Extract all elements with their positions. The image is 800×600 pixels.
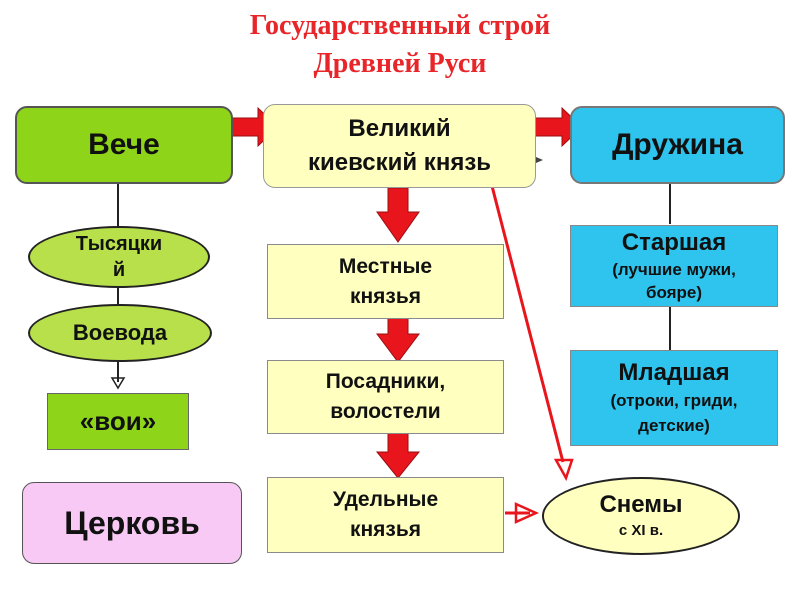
prince-to-local-arrow-icon [376, 187, 420, 243]
voevoda-label: Воевода [72, 320, 168, 345]
voi-label: «вои» [79, 406, 157, 436]
snemy-title: Снемы [599, 491, 683, 518]
local-princes-line-2: князья [349, 284, 422, 308]
title-line-1: Государственный строй [249, 10, 551, 41]
senior-druzhina-line-1: (лучшие мужи, [612, 260, 736, 279]
posadniki-line-1: Посадники, [325, 370, 446, 393]
senior-druzhina-title: Старшая [621, 229, 727, 256]
junior-druzhina-line-2: детские) [638, 416, 710, 435]
senior-druzhina-box: Старшая (лучшие мужи, бояре) [570, 225, 778, 307]
veche-box: Вече [15, 106, 233, 184]
udelnye-princes-line-2: князья [349, 518, 422, 541]
veche-label: Вече [88, 128, 160, 161]
druzhina-box: Дружина [570, 106, 785, 184]
small-pointer-icon [536, 157, 543, 163]
voi-arrowhead-icon [110, 377, 126, 390]
voevoda-oval: Воевода [28, 304, 212, 362]
posadniki-line-2: волостели [330, 400, 441, 423]
posadniki-box: Посадники, волостели [267, 360, 504, 434]
voi-box: «вои» [47, 393, 189, 450]
snemy-oval: Снемы с XI в. [542, 477, 740, 555]
udelnye-princes-box: Удельные князья [267, 477, 504, 553]
local-princes-box: Местные князья [267, 244, 504, 319]
snemy-subtitle: с XI в. [618, 522, 664, 539]
local-to-posadniki-arrow-icon [376, 311, 420, 363]
udelnye-princes-line-1: Удельные [332, 488, 439, 511]
tysyatsky-line-2: й [112, 259, 126, 281]
udelnye-snemy-arrowhead-icon [514, 502, 540, 524]
tysyatsky-line-1: Тысяцки [75, 233, 163, 255]
title-line-2: Древней Руси [313, 48, 487, 79]
senior-druzhina-line-2: бояре) [645, 283, 703, 302]
junior-druzhina-box: Младшая (отроки, гриди, детские) [570, 350, 778, 446]
snemy-arrowhead-icon [553, 458, 574, 482]
local-princes-line-1: Местные [338, 254, 433, 278]
church-box: Церковь [22, 482, 242, 564]
grand-prince-line-2: киевский князь [308, 149, 491, 176]
junior-druzhina-title: Младшая [618, 359, 730, 386]
druzhina-label: Дружина [612, 128, 743, 161]
tysyatsky-oval: Тысяцки й [28, 226, 210, 288]
posadniki-to-udelnye-arrow-icon [375, 431, 421, 479]
grand-prince-box: Великий киевский князь [263, 104, 536, 188]
junior-druzhina-line-1: (отроки, гриди, [610, 391, 738, 410]
church-label: Церковь [64, 504, 200, 541]
grand-prince-line-1: Великий [348, 115, 451, 142]
